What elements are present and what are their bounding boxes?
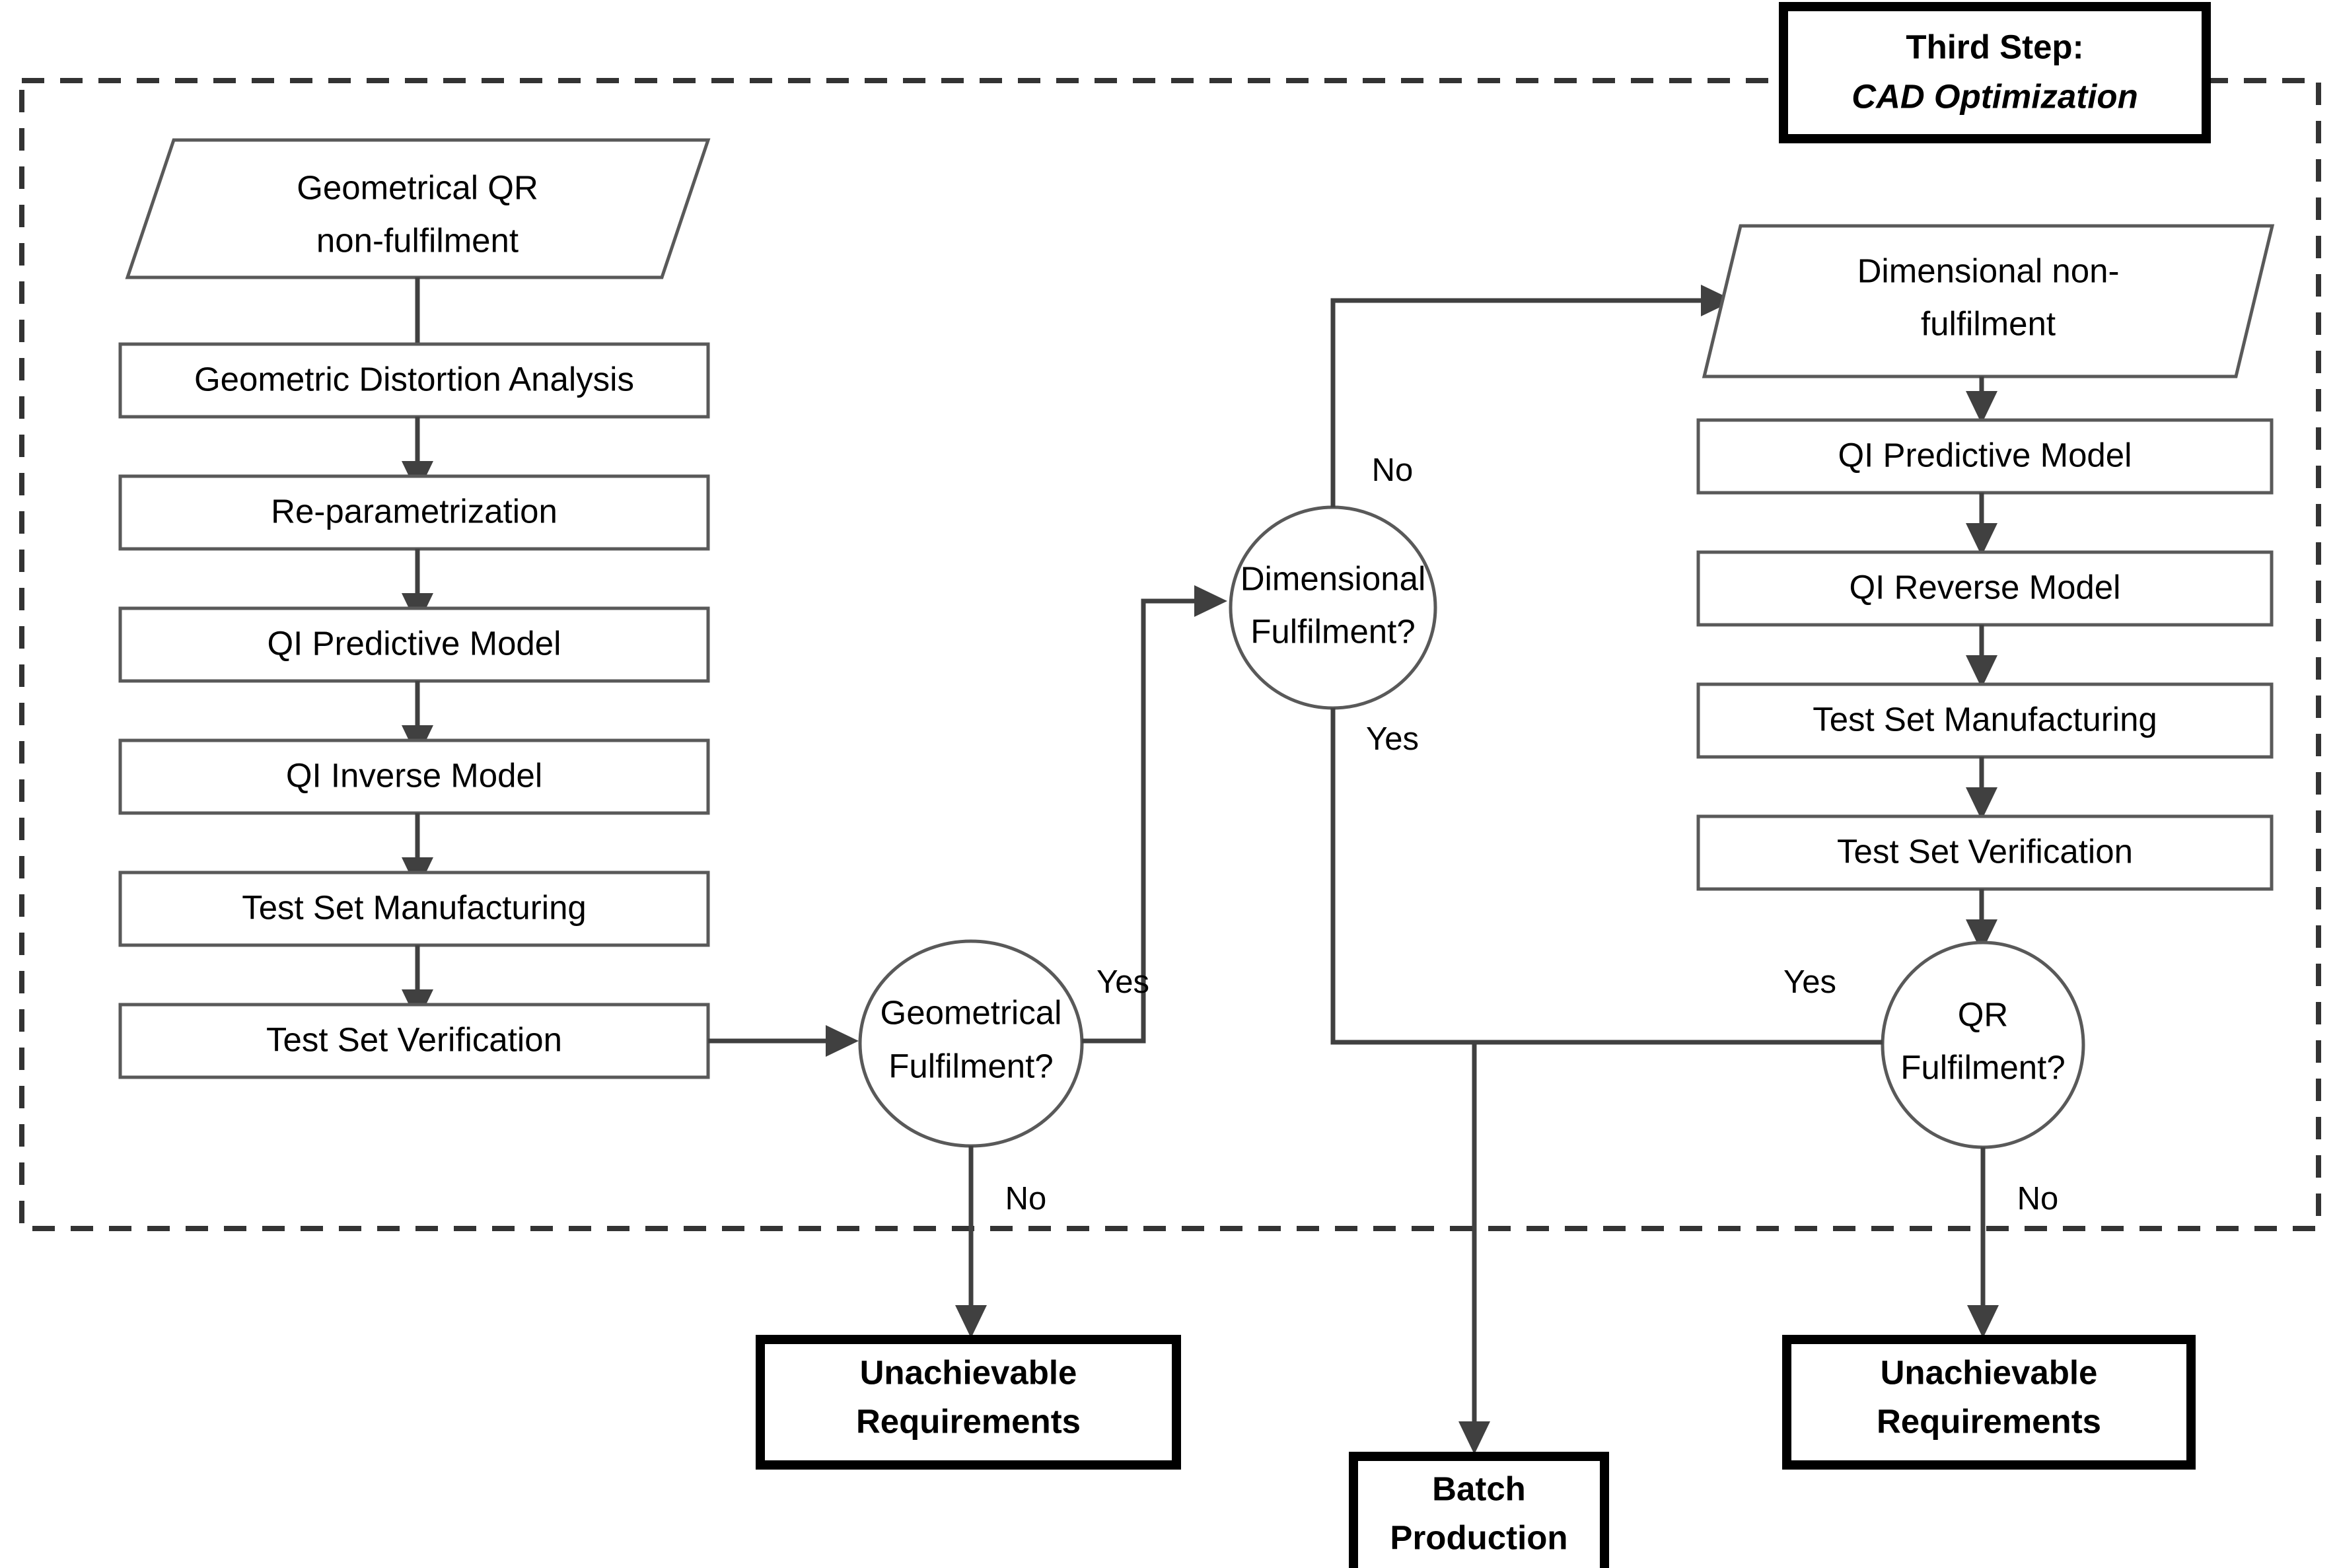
qr-fulfilment-line1: QR bbox=[1958, 995, 2009, 1033]
right-terminal-line2: Requirements bbox=[1877, 1402, 2101, 1440]
right-start-line1: Dimensional non- bbox=[1857, 252, 2120, 289]
dimensional-no-label: No bbox=[1372, 452, 1414, 488]
geometrical-fulfilment-line2: Fulfilment? bbox=[888, 1047, 1053, 1085]
right-start-parallelogram bbox=[1702, 224, 2275, 378]
geometrical-fulfilment-line1: Geometrical bbox=[881, 993, 1062, 1031]
arrowhead-right-step1 bbox=[1966, 391, 1997, 424]
arrowhead-batch-production bbox=[1458, 1421, 1490, 1454]
left-terminal-box bbox=[756, 1335, 1181, 1470]
left-step-box-4 bbox=[118, 871, 710, 947]
third-step-title-line1: Third Step: bbox=[1906, 28, 2083, 65]
right-step-box-3 bbox=[1696, 814, 2274, 891]
left-step-box-1 bbox=[118, 474, 710, 551]
arrowhead-left-terminal bbox=[955, 1305, 987, 1338]
right-step-box-1 bbox=[1696, 550, 2274, 627]
right-step-label-1: QI Reverse Model bbox=[1850, 568, 2121, 606]
batch-production-line1: Batch bbox=[1432, 1470, 1526, 1507]
left-step-label-3: QI Inverse Model bbox=[286, 756, 542, 794]
arrowhead-right-step2 bbox=[1966, 523, 1997, 556]
right-terminal-box bbox=[1782, 1335, 2196, 1470]
third-step-title-box bbox=[1779, 2, 2211, 143]
qr-yes-label: Yes bbox=[1783, 964, 1836, 1000]
third-step-title-line2: CAD Optimization bbox=[1852, 77, 2138, 115]
qr-no-label: No bbox=[2017, 1181, 2059, 1217]
geometrical-no-label: No bbox=[1005, 1181, 1047, 1217]
right-step-box-2 bbox=[1696, 682, 2274, 759]
left-step-label-5: Test Set Verification bbox=[266, 1020, 562, 1058]
connector-geometrical-yes bbox=[1082, 598, 1206, 1044]
left-step-label-4: Test Set Manufacturing bbox=[242, 888, 587, 926]
right-step-box-0 bbox=[1696, 418, 2274, 495]
batch-production-box bbox=[1349, 1452, 1609, 1568]
arrowhead-left-decision bbox=[826, 1025, 859, 1057]
left-step-label-0: Geometric Distortion Analysis bbox=[194, 360, 634, 398]
arrowhead-right-step4 bbox=[1966, 787, 1997, 820]
left-terminal-line1: Unachievable bbox=[860, 1353, 1077, 1391]
left-step-box-3 bbox=[118, 738, 710, 815]
right-step-label-0: QI Predictive Model bbox=[1838, 436, 2132, 474]
batch-production-line2: Production bbox=[1390, 1518, 1567, 1556]
left-step-box-2 bbox=[118, 606, 710, 683]
geometrical-yes-label: Yes bbox=[1097, 964, 1149, 1000]
right-step-label-3: Test Set Verification bbox=[1837, 832, 2133, 870]
dimensional-fulfilment-decision bbox=[1229, 505, 1437, 710]
right-start-line2: fulfilment bbox=[1921, 304, 2056, 342]
dimensional-fulfilment-line1: Dimensional bbox=[1240, 559, 1426, 597]
left-step-box-0 bbox=[118, 342, 710, 419]
arrowhead-right-step3 bbox=[1966, 655, 1997, 688]
arrowhead-right-start bbox=[1701, 285, 1734, 316]
connector-dimensional-no bbox=[1330, 298, 1711, 507]
connector-dimensional-yes bbox=[1330, 708, 1474, 1045]
left-start-parallelogram bbox=[125, 138, 711, 279]
right-step-label-2: Test Set Manufacturing bbox=[1813, 700, 2157, 738]
qr-fulfilment-decision bbox=[1881, 941, 2085, 1149]
arrowhead-right-terminal bbox=[1967, 1305, 1999, 1338]
left-step-label-2: QI Predictive Model bbox=[267, 624, 561, 662]
arrowhead-qr-decision bbox=[1966, 919, 1997, 952]
dimensional-fulfilment-line2: Fulfilment? bbox=[1250, 612, 1415, 650]
left-step-label-1: Re-parametrization bbox=[271, 492, 557, 530]
left-start-line1: Geometrical QR bbox=[297, 168, 538, 206]
dimensional-yes-label: Yes bbox=[1366, 721, 1419, 757]
right-terminal-line1: Unachievable bbox=[1881, 1353, 2098, 1391]
left-terminal-line2: Requirements bbox=[856, 1402, 1081, 1440]
geometrical-fulfilment-decision bbox=[858, 939, 1084, 1148]
qr-fulfilment-line2: Fulfilment? bbox=[1900, 1048, 2065, 1086]
arrowhead-dimensional-decision bbox=[1194, 585, 1227, 617]
left-step-box-5 bbox=[118, 1003, 710, 1079]
left-start-line2: non-fulfilment bbox=[316, 221, 519, 259]
